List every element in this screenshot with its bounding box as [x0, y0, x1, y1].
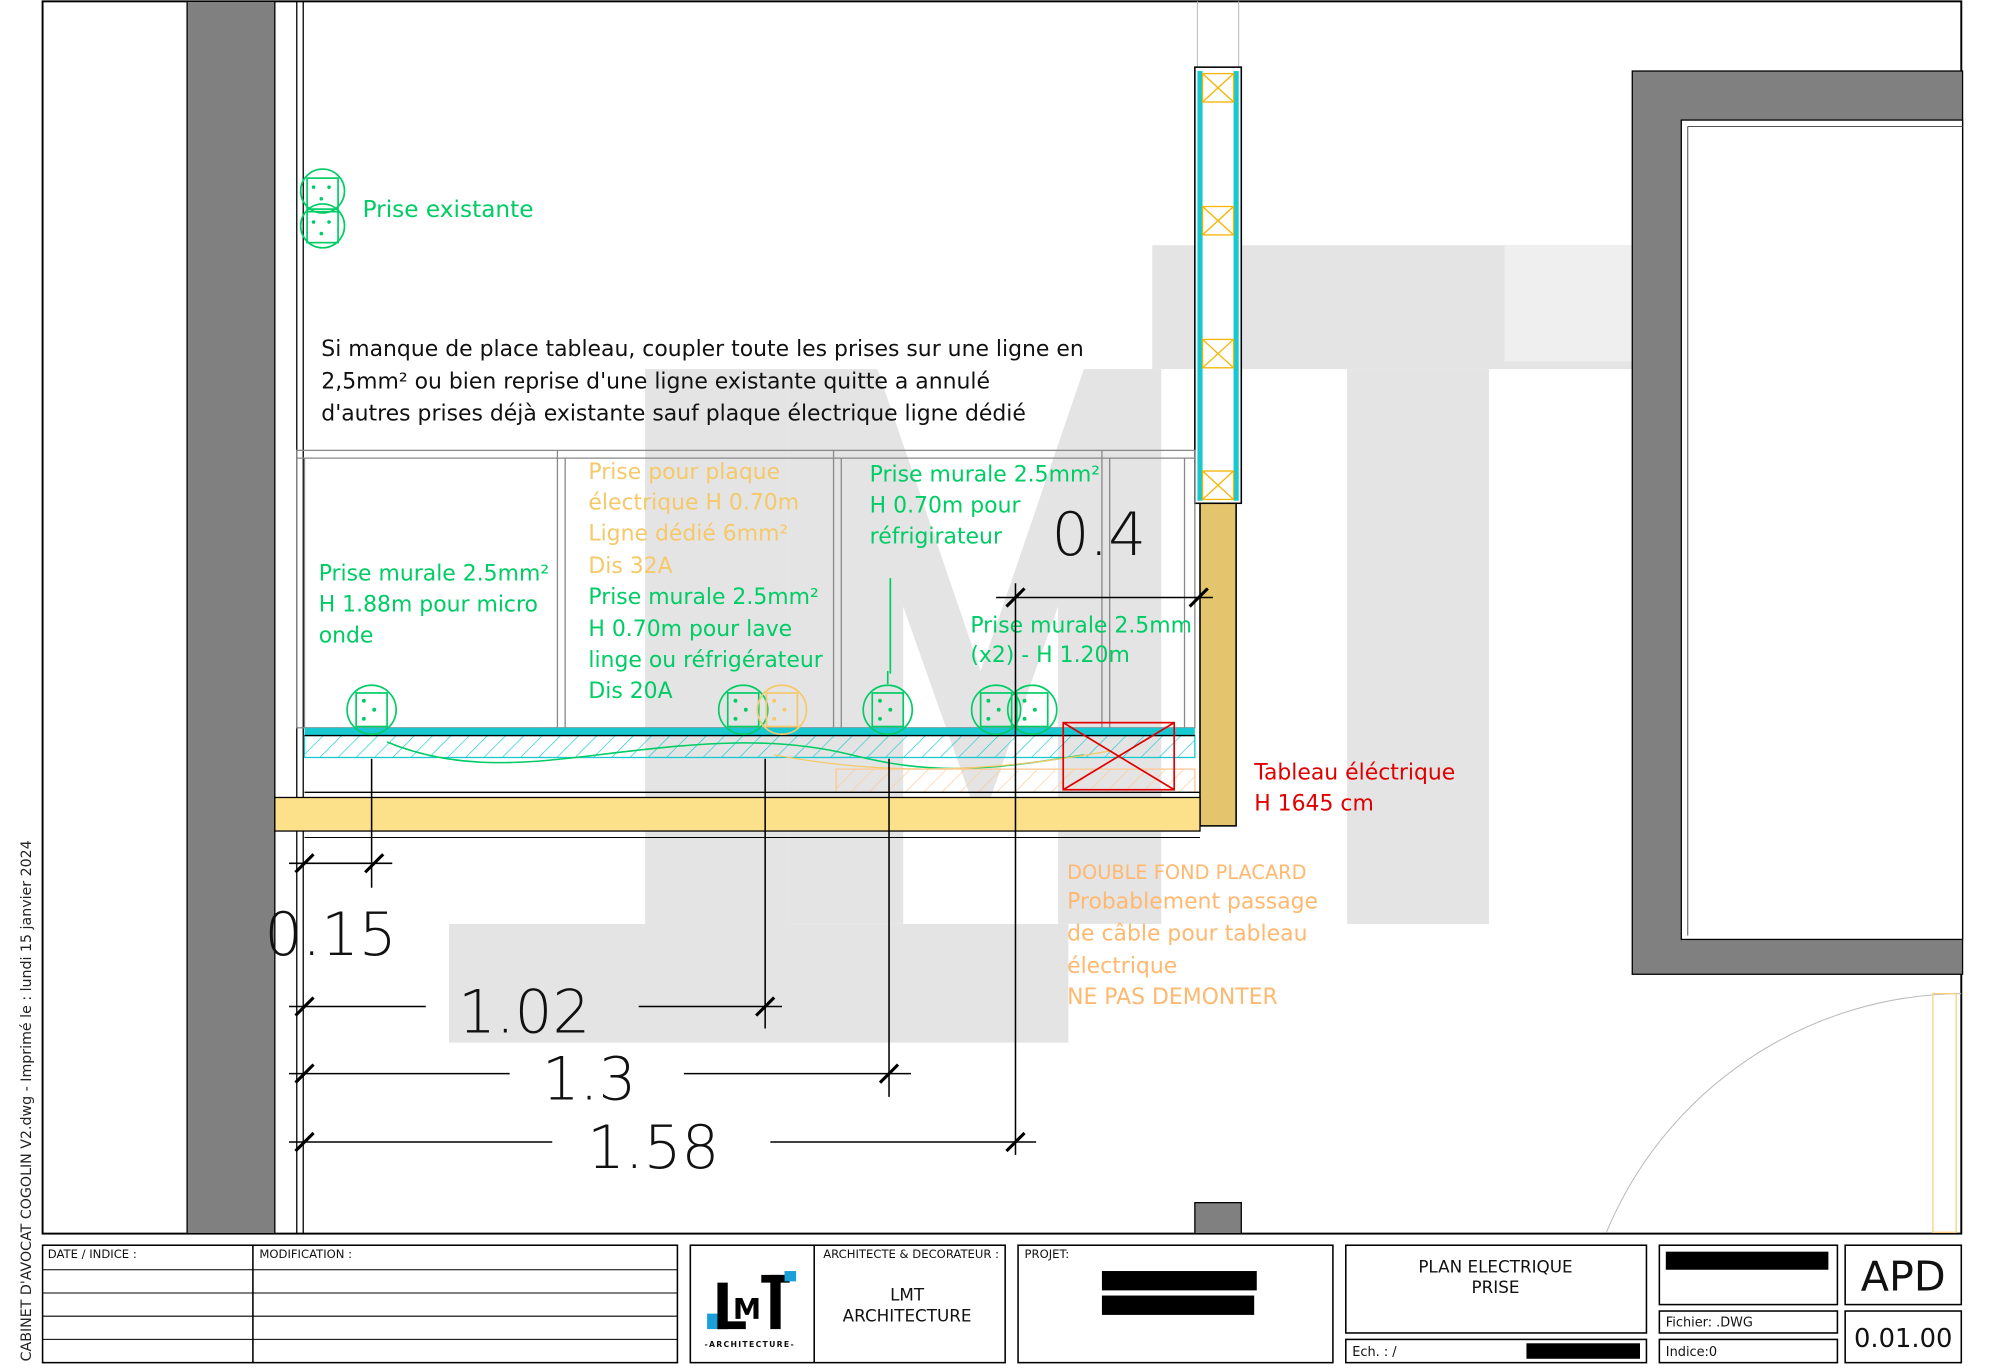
annotation-line: DOUBLE FOND PLACARD: [1067, 861, 1306, 884]
version-label: 0.01.00: [1854, 1324, 1952, 1354]
dimension-label-1-02: 1.02: [458, 977, 590, 1046]
annotation-micro-onde: Prise murale 2.5mm² H 1.88m pour micro o…: [319, 562, 549, 649]
annotation-line: (x2) - H 1.20m: [970, 643, 1129, 668]
note-line: Si manque de place tableau, coupler tout…: [321, 337, 1083, 362]
watermark-logo: [449, 245, 1963, 1043]
annotation-x2: Prise murale 2.5mm (x2) - H 1.20m: [970, 613, 1192, 668]
existing-outlet-symbol: [299, 168, 346, 249]
annotation-line: Prise murale 2.5mm²: [870, 462, 1100, 487]
redacted-block: [1665, 1251, 1829, 1270]
annotation-line: H 1645 cm: [1254, 791, 1374, 816]
annotation-refrigerateur: Prise murale 2.5mm² H 0.70m pour réfrigi…: [870, 462, 1100, 549]
electrical-panel-symbol: [1062, 721, 1176, 791]
note-line: d'autres prises déjà existante sauf plaq…: [321, 402, 1026, 427]
annotation-line: Probablement passage: [1067, 889, 1318, 914]
general-note: Si manque de place tableau, coupler tout…: [321, 337, 1083, 427]
wall-right: [1605, 70, 1964, 1233]
print-stamp: CABINET D'AVOCAT COGOLIN V2.dwg - Imprim…: [19, 840, 35, 1361]
dimension-labels: 0.4 0.15 1.02 1.3 1.58: [265, 500, 1146, 1182]
dimension-label-0-15: 0.15: [265, 900, 397, 969]
modification-label: MODIFICATION :: [259, 1247, 352, 1261]
logo-subtext: -ARCHITECTURE-: [705, 1340, 795, 1349]
annotation-line: réfrigirateur: [870, 524, 1003, 549]
lmt-logo: M -ARCHITECTURE-: [705, 1271, 797, 1349]
project-label: PROJET:: [1025, 1247, 1070, 1261]
annotation-plaque: Prise pour plaque électrique H 0.70m Lig…: [588, 460, 799, 579]
annotation-line: Ligne dédié 6mm²: [588, 522, 788, 547]
dimension-label-0-4: 0.4: [1052, 500, 1146, 569]
annotation-line: Dis 20A: [588, 679, 672, 704]
revision-table: [41, 1244, 679, 1364]
indice-label: Indice:0: [1666, 1345, 1717, 1360]
plan-subtitle: PRISE: [1472, 1277, 1520, 1297]
outlet-lave-linge: [717, 684, 769, 736]
redacted-block: [1101, 1295, 1255, 1315]
annotation-line: Prise murale 2.5mm²: [588, 585, 818, 610]
annotation-line: Prise murale 2.5mm²: [319, 562, 549, 587]
annotation-double-fond: DOUBLE FOND PLACARD Probablement passage…: [1067, 861, 1318, 1010]
architect-name: ARCHITECTURE: [843, 1305, 972, 1325]
outlet-double-x2: [970, 684, 1058, 736]
dimension-lines: [289, 583, 1213, 1155]
annotation-line: H 0.70m pour: [870, 493, 1022, 518]
outlet-refrigerateur: [862, 578, 914, 736]
annotation-lave-linge: Prise murale 2.5mm² H 0.70m pour lave li…: [588, 585, 823, 704]
outlet-plaque: [756, 684, 808, 736]
legend-existing-outlet-label: Prise existante: [363, 196, 534, 223]
annotation-line: Prise pour plaque: [588, 460, 780, 485]
architect-label: ARCHITECTE & DECORATEUR :: [823, 1247, 999, 1261]
outlet-micro-onde: [346, 684, 397, 736]
annotation-line: électrique H 0.70m: [588, 491, 799, 516]
file-label: Fichier: .DWG: [1666, 1316, 1753, 1331]
partition-column: [1194, 1, 1243, 827]
wall-left: [186, 0, 276, 1235]
date-indice-label: DATE / INDICE :: [48, 1247, 137, 1261]
annotation-line: NE PAS DEMONTER: [1067, 985, 1278, 1010]
redacted-block: [1101, 1271, 1257, 1291]
annotation-line: linge ou réfrigérateur: [588, 648, 823, 673]
dimension-label-1-3: 1.3: [542, 1044, 636, 1113]
note-line: 2,5mm² ou bien reprise d'une ligne exist…: [321, 369, 990, 394]
annotation-tableau: Tableau éléctrique H 1645 cm: [1253, 760, 1455, 816]
redacted-block: [1526, 1343, 1640, 1359]
annotation-line: de câble pour tableau: [1067, 922, 1307, 947]
architect-name: LMT: [890, 1285, 925, 1305]
counter-band: [274, 727, 1201, 838]
svg-text:M: M: [733, 1293, 761, 1326]
dimension-label-1-58: 1.58: [587, 1113, 719, 1182]
annotation-line: H 0.70m pour lave: [588, 617, 792, 642]
annotation-line: électrique: [1067, 954, 1177, 979]
phase-label: APD: [1861, 1252, 1946, 1300]
scale-label: Ech. : /: [1352, 1345, 1397, 1360]
annotation-line: Tableau éléctrique: [1253, 760, 1455, 785]
wall-stub: [1194, 1201, 1242, 1235]
annotation-line: Prise murale 2.5mm: [970, 613, 1192, 638]
annotation-line: onde: [319, 624, 374, 649]
annotation-line: H 1.88m pour micro: [319, 593, 538, 618]
annotation-line: Dis 32A: [588, 554, 672, 579]
title-block: DATE / INDICE : MODIFICATION : M -ARCHIT…: [41, 1244, 1963, 1364]
plan-title: PLAN ELECTRIQUE: [1418, 1256, 1572, 1276]
